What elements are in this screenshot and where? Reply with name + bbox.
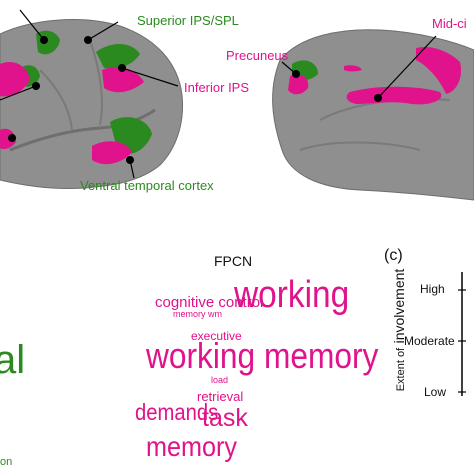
green-region-parietal (96, 43, 140, 69)
pink-region-midcingulate-upper (416, 46, 462, 94)
pink-region-frontal (0, 61, 30, 97)
panel-c-level-low: Low (424, 385, 447, 399)
lateral-sulcus (9, 108, 156, 152)
label-superior-ips: Superior IPS/SPL (137, 13, 239, 28)
pink-region-midcingulate (346, 86, 442, 105)
word-working-memory: working memory (146, 335, 379, 376)
wordcloud-title: FPCN (214, 253, 253, 269)
pink-region-anterior (0, 128, 16, 150)
word-executive: executive (191, 329, 242, 343)
callout-line-superior (87, 21, 119, 41)
pink-region-precuneus (288, 74, 309, 95)
panel-c-level-moderate: Moderate (404, 334, 455, 348)
label-inferior-ips: Inferior IPS (184, 80, 250, 95)
word-demands: demands (135, 399, 219, 425)
label-ventral-temporal: Ventral temporal cortex (80, 178, 214, 193)
label-precuneus: Precuneus (226, 48, 289, 63)
panel-c-axis-label-big: involvement (391, 268, 407, 344)
panel-c-level-high: High (420, 282, 445, 296)
word-task: task (202, 404, 248, 432)
pink-region-lateral-temporal (92, 141, 132, 165)
pink-region-medial-small (344, 65, 362, 72)
medial-sulcus-2 (299, 141, 421, 151)
word-cognitive-control: cognitive control (155, 294, 264, 311)
callout-dot-inferior (118, 64, 126, 72)
panel-c-axis-label-small: Extent of (395, 347, 407, 392)
word-memory-wm: memory wm (173, 309, 222, 319)
callout-line-left (0, 85, 37, 101)
lateral-sulcus-3 (89, 39, 103, 126)
word-memory: memory (146, 431, 238, 462)
pink-region-parietal (102, 67, 144, 93)
callout-dot-midcingulate (374, 94, 382, 102)
callout-dot-left (32, 82, 40, 90)
panel-c-label: (c) (384, 247, 403, 264)
lateral-sulcus-2 (39, 69, 73, 131)
callout-dot-anterior (8, 134, 16, 142)
callout-line-inferior (121, 67, 179, 87)
callout-line-frontal (19, 9, 45, 41)
label-mid-cingulate: Mid-ci (432, 16, 467, 31)
word-load: load (211, 375, 229, 385)
callout-dot-superior (84, 36, 92, 44)
callout-dot-frontal (40, 36, 48, 44)
panel-c-axis-label: Extent of involvement (391, 260, 408, 400)
fragment-cloud-small-word: on (0, 456, 13, 468)
callout-dot-ventral (126, 156, 134, 164)
callout-dot-precuneus (292, 70, 300, 78)
word-retrieval: retrieval (197, 389, 244, 404)
callout-line-midcingulate (377, 35, 437, 99)
fragment-cloud-word: al (0, 338, 26, 382)
medial-brain (272, 29, 474, 201)
word-working: working (234, 274, 350, 316)
